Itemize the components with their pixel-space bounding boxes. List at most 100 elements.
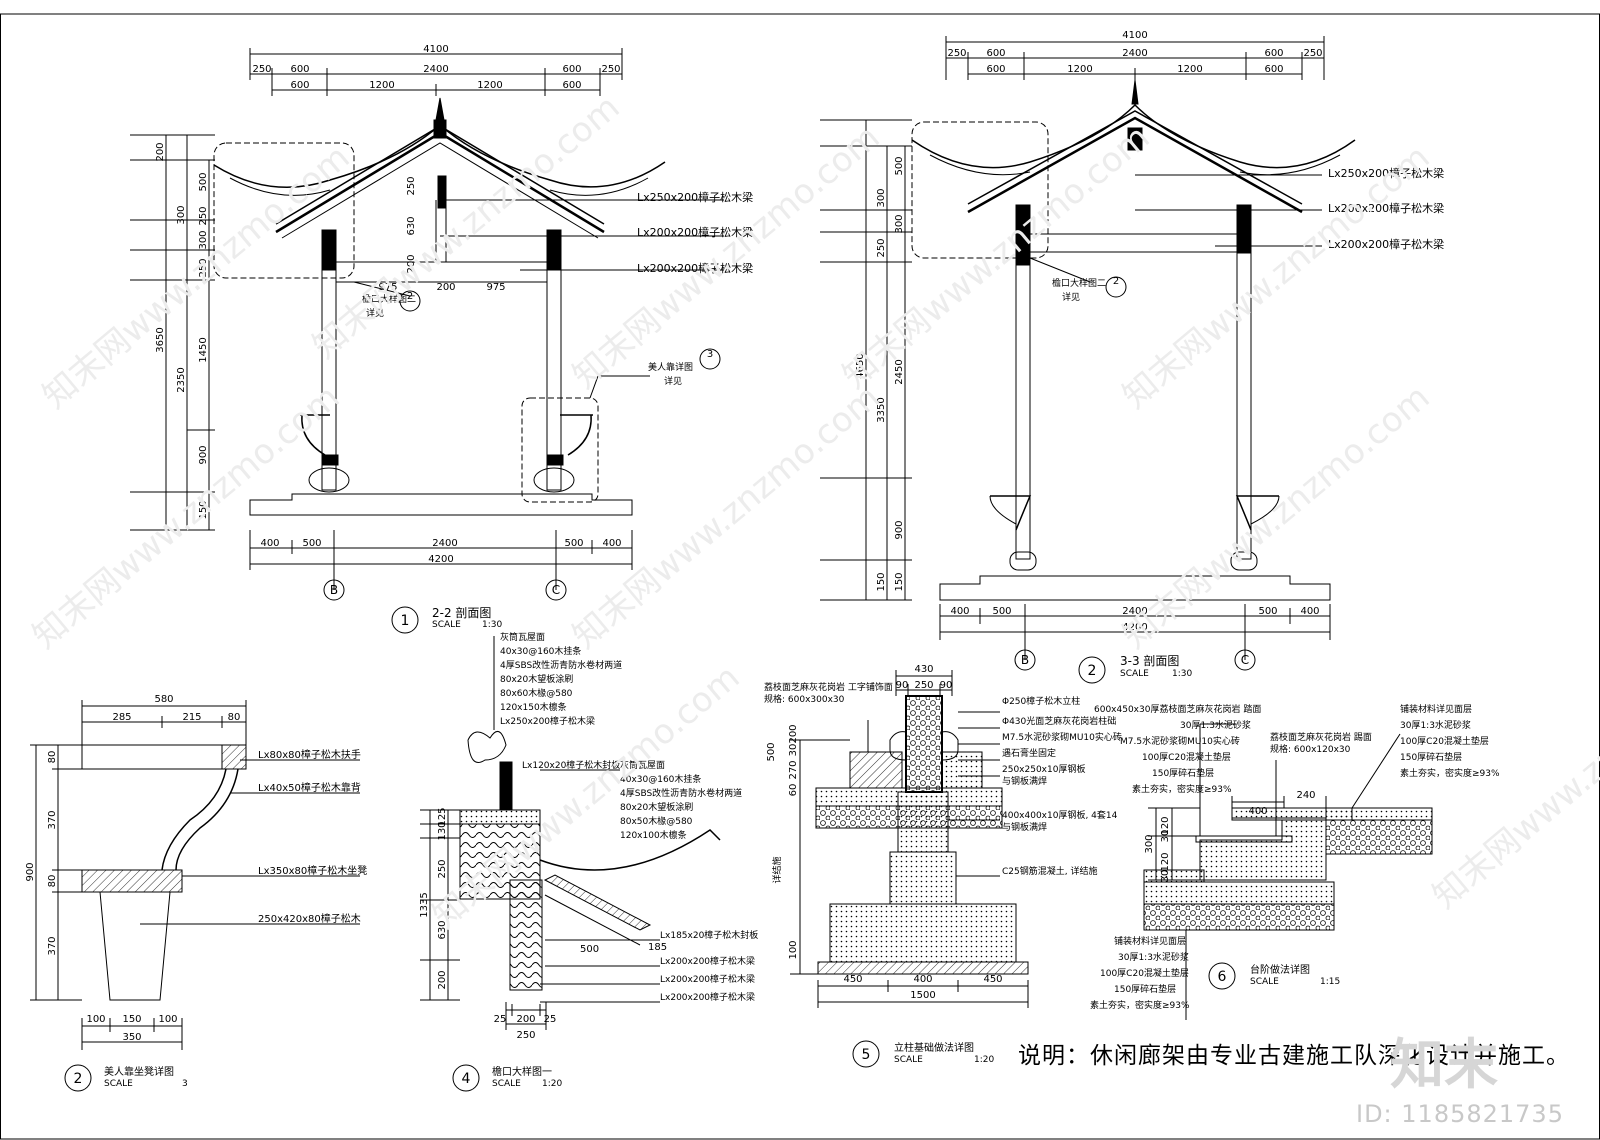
- svg-text:Lx200x200樟子松木梁: Lx200x200樟子松木梁: [1328, 237, 1444, 251]
- svg-text:灰筒瓦屋面: 灰筒瓦屋面: [620, 759, 665, 771]
- svg-text:C: C: [1241, 653, 1249, 667]
- svg-text:100: 100: [86, 1014, 105, 1025]
- svg-text:200: 200: [436, 282, 455, 293]
- svg-text:素土夯实，密实度≥93%: 素土夯实，密实度≥93%: [1132, 783, 1232, 795]
- svg-text:600: 600: [290, 64, 309, 75]
- brand-logo: 知末: [1390, 1033, 1498, 1096]
- svg-text:150厚碎石垫层: 150厚碎石垫层: [1114, 983, 1176, 995]
- detail-6-steps: [1143, 723, 1433, 1020]
- svg-text:Lx120x20樟子松木封板: Lx120x20樟子松木封板: [522, 759, 620, 771]
- svg-text:600: 600: [986, 64, 1005, 75]
- svg-text:630: 630: [437, 920, 448, 939]
- svg-text:450: 450: [843, 974, 862, 985]
- detail-4-text: 灰筒瓦屋面 40x30@160木挂条 4厚SBS改性沥青防水卷材两道 80x20…: [419, 631, 758, 1089]
- svg-text:2: 2: [407, 291, 413, 302]
- svg-text:3: 3: [707, 349, 713, 360]
- svg-text:500: 500: [302, 538, 321, 549]
- svg-text:250: 250: [947, 48, 966, 59]
- axis-c: C: [552, 583, 560, 597]
- svg-text:400: 400: [260, 538, 279, 549]
- svg-text:规格: 600x300x30: 规格: 600x300x30: [764, 693, 845, 705]
- svg-text:4200: 4200: [428, 554, 453, 565]
- svg-text:150: 150: [876, 572, 887, 591]
- svg-text:185: 185: [648, 942, 667, 953]
- svg-text:500: 500: [564, 538, 583, 549]
- svg-text:25: 25: [494, 1014, 507, 1025]
- svg-text:150厚碎石垫层: 150厚碎石垫层: [1152, 767, 1214, 779]
- svg-text:600x450x30厚荔枝面芝麻灰花岗岩 踏面: 600x450x30厚荔枝面芝麻灰花岗岩 踏面: [1094, 703, 1261, 715]
- svg-text:30: 30: [1160, 870, 1171, 883]
- svg-text:1200: 1200: [1177, 64, 1202, 75]
- svg-text:100: 100: [158, 1014, 177, 1025]
- svg-text:975: 975: [378, 282, 397, 293]
- svg-text:600: 600: [1264, 48, 1283, 59]
- svg-text:40x30@160木挂条: 40x30@160木挂条: [620, 773, 701, 785]
- svg-text:200: 200: [406, 254, 417, 273]
- svg-text:200: 200: [437, 970, 448, 989]
- svg-text:1200: 1200: [477, 80, 502, 91]
- svg-text:30: 30: [788, 744, 799, 757]
- svg-text:80: 80: [228, 712, 241, 723]
- svg-text:4厚SBS改性沥青防水卷材两道: 4厚SBS改性沥青防水卷材两道: [500, 659, 622, 671]
- svg-text:250: 250: [406, 176, 417, 195]
- detail-2-text: 580 285 215 80 80 370 80 370 900 100 150…: [25, 694, 367, 1089]
- svg-text:美人靠坐凳详图: 美人靠坐凳详图: [104, 1065, 174, 1078]
- svg-text:30厚1:3水泥砂浆: 30厚1:3水泥砂浆: [1400, 719, 1471, 731]
- svg-text:铺装材料详见面层: 铺装材料详见面层: [1400, 703, 1472, 715]
- svg-text:250x250x10厚钢板: 250x250x10厚钢板: [1002, 763, 1085, 775]
- section-2-2: [130, 48, 724, 590]
- svg-text:350: 350: [122, 1032, 141, 1043]
- svg-text:150: 150: [894, 572, 905, 591]
- svg-text:Lx200x200樟子松木梁: Lx200x200樟子松木梁: [637, 225, 753, 239]
- svg-text:80x20木望板涂刷: 80x20木望板涂刷: [500, 673, 573, 685]
- svg-text:详见: 详见: [366, 307, 384, 319]
- svg-text:120x150木檩条: 120x150木檩条: [500, 701, 567, 713]
- svg-text:150: 150: [198, 500, 209, 519]
- detail-5-column-base: [790, 670, 1029, 1068]
- svg-text:600: 600: [562, 64, 581, 75]
- svg-text:规格: 600x120x30: 规格: 600x120x30: [1270, 743, 1351, 755]
- svg-text:与钢板满焊: 与钢板满焊: [1002, 821, 1047, 833]
- svg-text:详见: 详见: [664, 375, 682, 387]
- s1-dim-total: 4100: [423, 44, 448, 55]
- svg-text:2400: 2400: [423, 64, 448, 75]
- svg-text:250: 250: [198, 258, 209, 277]
- svg-text:2: 2: [1113, 276, 1119, 287]
- svg-text:1:30: 1:30: [482, 620, 502, 630]
- svg-text:详结施: 详结施: [771, 856, 783, 883]
- svg-text:500: 500: [580, 944, 599, 955]
- svg-text:500: 500: [992, 606, 1011, 617]
- svg-text:900: 900: [25, 862, 36, 881]
- svg-text:2450: 2450: [894, 359, 905, 384]
- svg-text:1450: 1450: [198, 337, 209, 362]
- svg-text:250: 250: [516, 1030, 535, 1041]
- svg-text:1:30: 1:30: [1172, 669, 1192, 679]
- svg-text:215: 215: [182, 712, 201, 723]
- section-2-2-axes: [323, 290, 721, 634]
- svg-text:285: 285: [112, 712, 131, 723]
- svg-text:600: 600: [562, 80, 581, 91]
- svg-text:240: 240: [1296, 790, 1315, 801]
- svg-text:250: 250: [198, 206, 209, 225]
- svg-text:125: 125: [437, 807, 448, 826]
- svg-text:975: 975: [486, 282, 505, 293]
- svg-text:250: 250: [437, 859, 448, 878]
- section-3-3: [820, 36, 1356, 660]
- svg-text:4200: 4200: [1122, 622, 1147, 633]
- svg-text:SCALE: SCALE: [492, 1079, 521, 1089]
- svg-text:Lx250x200樟子松木梁: Lx250x200樟子松木梁: [500, 715, 595, 727]
- svg-text:3-3 剖面图: 3-3 剖面图: [1120, 654, 1179, 668]
- svg-text:Lx40x50樟子松木靠背: Lx40x50樟子松木靠背: [258, 781, 361, 794]
- section-3-3-axes: [1014, 276, 1256, 684]
- svg-text:80x50木椽@580: 80x50木椽@580: [620, 815, 693, 827]
- svg-text:详见: 详见: [1062, 291, 1080, 303]
- svg-text:荔枝面芝麻灰花岗岩 踢面: 荔枝面芝麻灰花岗岩 踢面: [1270, 731, 1372, 743]
- svg-text:400: 400: [602, 538, 621, 549]
- svg-text:250: 250: [252, 64, 271, 75]
- svg-text:2350: 2350: [176, 367, 187, 392]
- svg-text:500: 500: [894, 156, 905, 175]
- svg-text:Lx200x200樟子松木梁: Lx200x200樟子松木梁: [660, 973, 755, 985]
- svg-text:2400: 2400: [432, 538, 457, 549]
- svg-text:2: 2: [1088, 663, 1097, 679]
- svg-text:檐口大样图二: 檐口大样图二: [362, 293, 416, 305]
